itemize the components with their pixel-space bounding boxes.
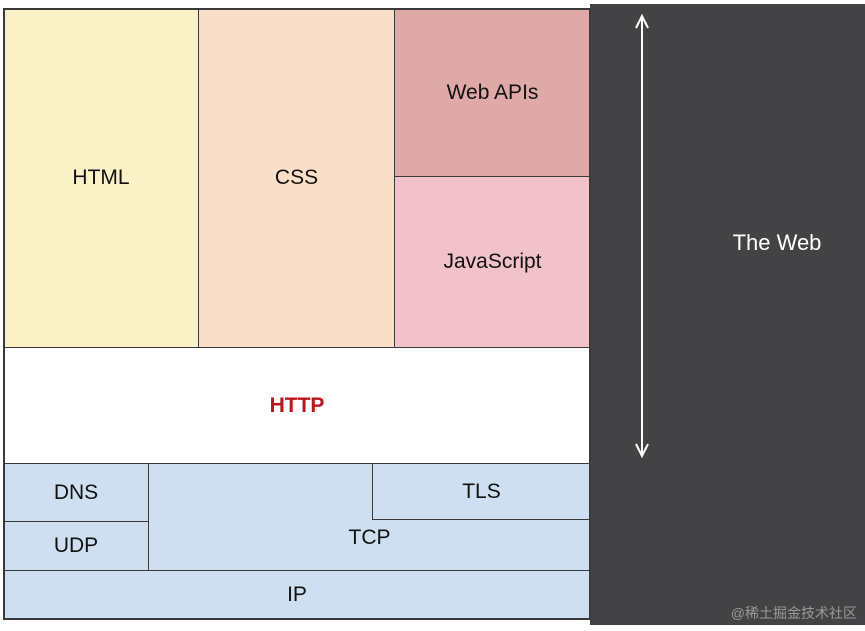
web-apis-label: Web APIs	[446, 80, 539, 104]
web-apis-block: Web APIs	[394, 8, 591, 177]
udp-block: UDP	[3, 521, 149, 571]
http-block: HTTP	[3, 347, 591, 464]
css-block: CSS	[198, 8, 395, 348]
css-label: CSS	[274, 166, 319, 189]
javascript-block: JavaScript	[394, 176, 591, 348]
double-arrow-icon	[635, 13, 649, 459]
dns-block: DNS	[3, 463, 149, 522]
tls-label: TLS	[462, 479, 501, 503]
ip-block: IP	[3, 570, 591, 620]
http-label: HTTP	[269, 393, 325, 417]
web-scope-panel	[590, 4, 865, 625]
the-web-label: The Web	[732, 230, 822, 255]
watermark: @稀土掘金技术社区	[730, 605, 857, 621]
dns-label: DNS	[53, 480, 99, 504]
ip-label: IP	[287, 583, 307, 606]
tcp-label: TCP	[348, 526, 391, 549]
html-block: HTML	[3, 8, 199, 348]
html-label: HTML	[72, 166, 130, 189]
javascript-label: JavaScript	[443, 250, 542, 273]
tls-block: TLS	[372, 463, 591, 520]
udp-label: UDP	[53, 534, 99, 557]
